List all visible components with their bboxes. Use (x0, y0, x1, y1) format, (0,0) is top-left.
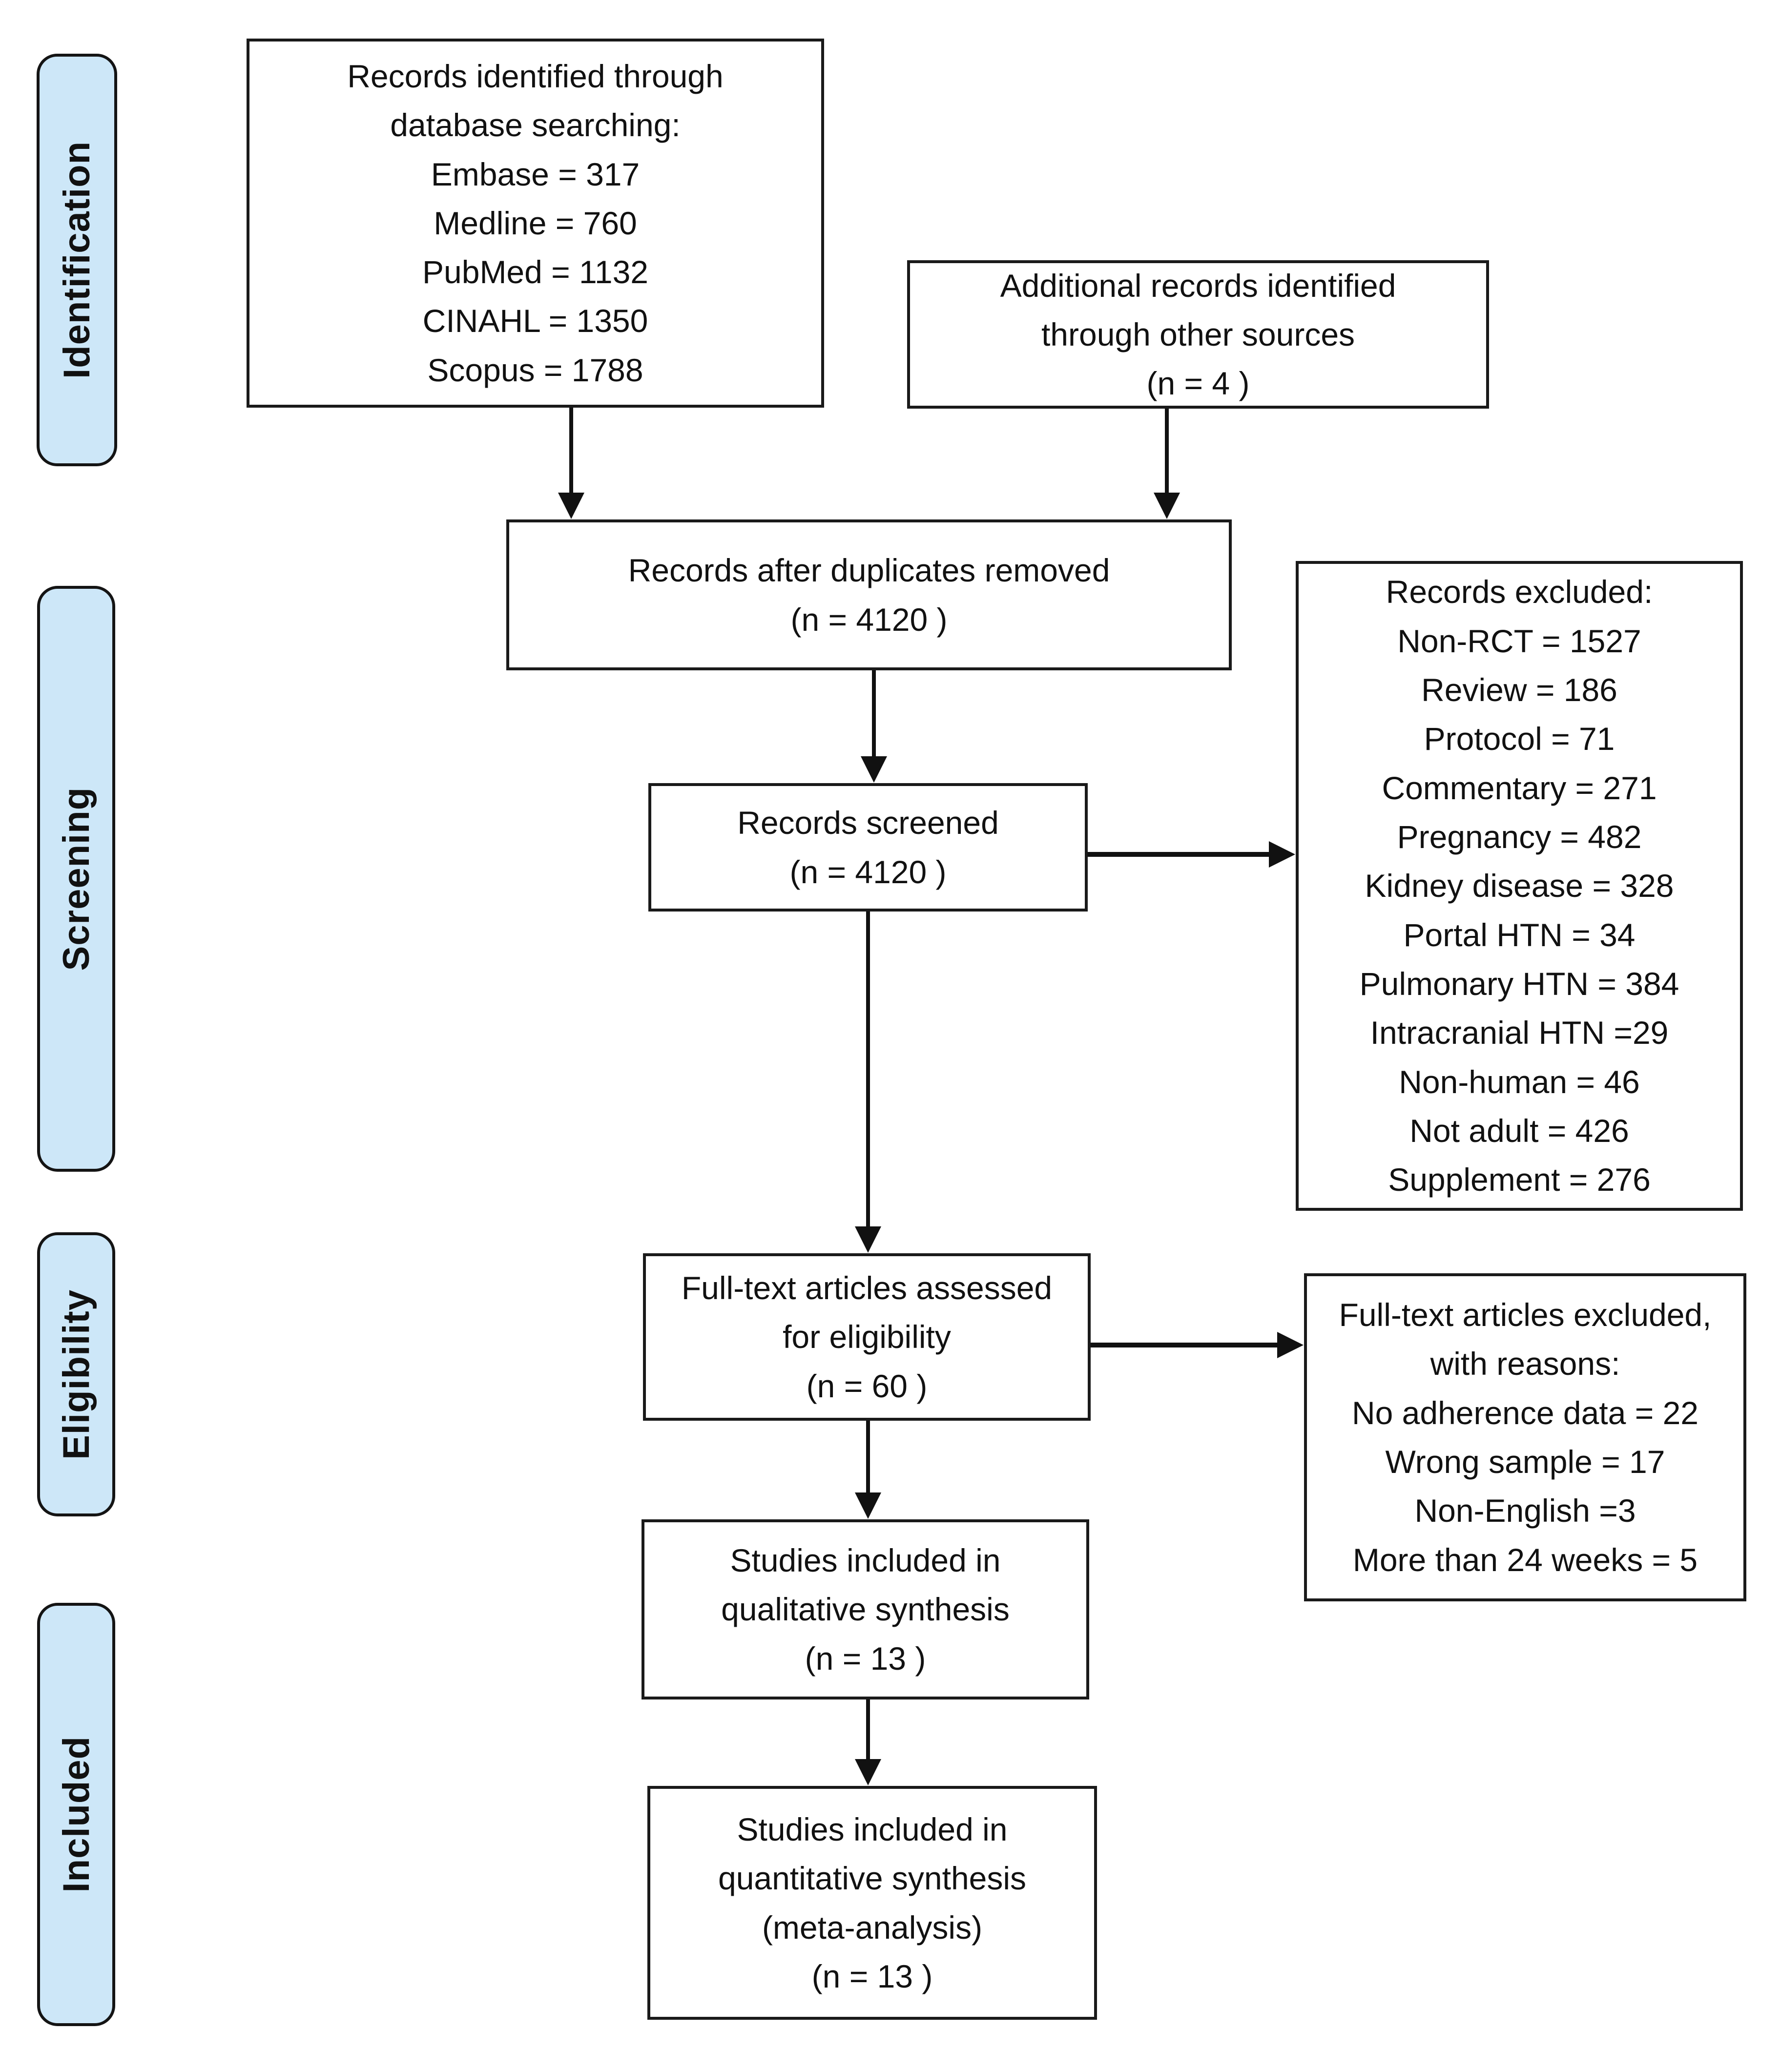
arrow-additional-to-deduplicated-icon (1154, 409, 1180, 519)
box-records-screened: Records screened (n = 4120 ) (648, 783, 1088, 912)
box-records-identified: Records identified through database sear… (247, 39, 824, 408)
box-fulltext-assessed: Full-text articles assessed for eligibil… (643, 1253, 1091, 1421)
box-qualitative-synthesis-text: Studies included in qualitative synthesi… (721, 1542, 1010, 1677)
stage-screening-label: Screening (55, 787, 97, 971)
stage-identification-label: Identification (56, 141, 98, 379)
box-qualitative-synthesis: Studies included in qualitative synthesi… (642, 1519, 1089, 1699)
stage-screening: Screening (37, 586, 115, 1172)
box-duplicates-removed: Records after duplicates removed (n = 41… (506, 519, 1232, 670)
box-fulltext-assessed-text: Full-text articles assessed for eligibil… (681, 1270, 1053, 1404)
box-records-excluded: Records excluded: Non-RCT = 1527 Review … (1296, 561, 1743, 1211)
arrow-screened-to-fulltext-icon (855, 912, 881, 1253)
arrow-deduplicated-to-screened-icon (861, 670, 887, 783)
box-additional-records-text: Additional records identified through ot… (1000, 267, 1396, 402)
stage-identification: Identification (37, 54, 117, 466)
box-fulltext-excluded: Full-text articles excluded, with reason… (1304, 1273, 1746, 1601)
box-records-screened-text: Records screened (n = 4120 ) (737, 805, 999, 890)
arrow-qualitative-to-quantitative-icon (855, 1699, 881, 1785)
stage-eligibility-label: Eligibility (55, 1289, 97, 1460)
arrow-screened-to-excluded-icon (1088, 841, 1295, 868)
box-records-excluded-text: Records excluded: Non-RCT = 1527 Review … (1359, 574, 1679, 1198)
box-fulltext-excluded-text: Full-text articles excluded, with reason… (1339, 1297, 1712, 1578)
box-duplicates-removed-text: Records after duplicates removed (n = 41… (628, 552, 1110, 638)
stage-included: Included (37, 1603, 115, 2026)
arrow-fulltext-to-excluded-icon (1091, 1332, 1304, 1358)
stage-eligibility: Eligibility (37, 1232, 115, 1516)
box-records-identified-text: Records identified through database sear… (347, 58, 724, 388)
box-quantitative-synthesis: Studies included in quantitative synthes… (647, 1786, 1097, 2020)
stage-included-label: Included (55, 1736, 97, 1893)
arrow-identified-to-deduplicated-icon (558, 408, 584, 519)
arrow-fulltext-to-qualitative-icon (855, 1421, 881, 1519)
box-quantitative-synthesis-text: Studies included in quantitative synthes… (718, 1811, 1027, 1994)
box-additional-records: Additional records identified through ot… (907, 260, 1489, 409)
